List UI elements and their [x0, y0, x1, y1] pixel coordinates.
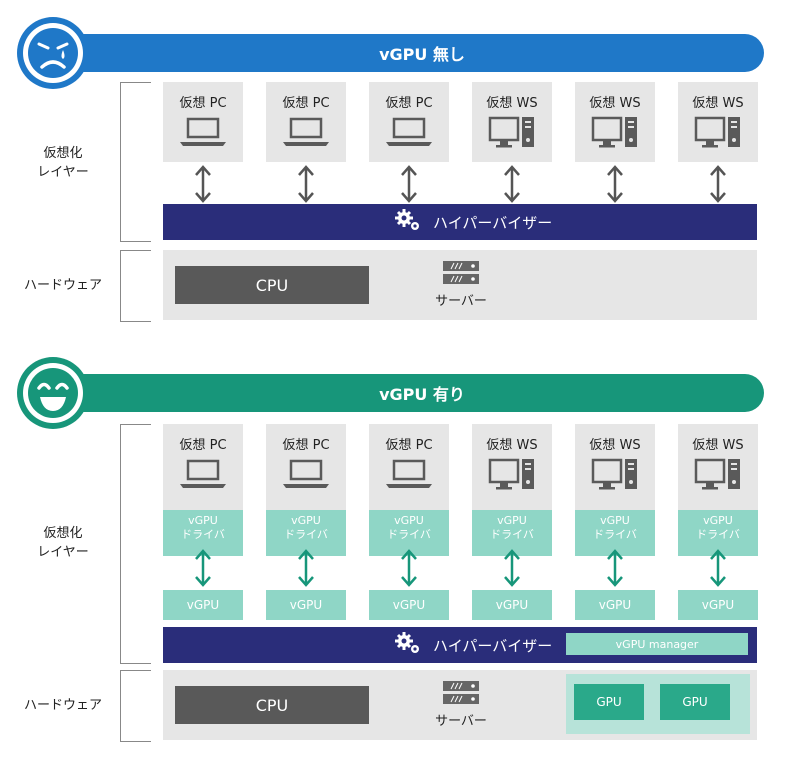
double-arrow-icon: [399, 548, 419, 588]
with-vgpu-banner: vGPU 有り: [20, 374, 764, 412]
sad-face-icon: [17, 17, 89, 89]
top-hardware-label: ハードウェア: [23, 278, 102, 293]
vgpu-box: vGPU: [678, 590, 758, 620]
double-arrow-icon: [296, 164, 316, 204]
vgpu-box: vGPU: [575, 590, 655, 620]
top-vm-card: 仮想 PC: [266, 82, 346, 162]
double-arrow-icon: [296, 548, 316, 588]
bottom-layer-label: 仮想化 レイヤー: [37, 526, 89, 560]
double-arrow-icon: [605, 548, 625, 588]
double-arrow-icon: [605, 164, 625, 204]
vgpu-box: vGPU: [472, 590, 552, 620]
bottom-hardware-panel: CPU サーバー GPU GPU: [163, 670, 757, 740]
top-layer-label: 仮想化 レイヤー: [37, 146, 89, 180]
no-vgpu-title: vGPU 無し: [379, 45, 465, 64]
gpu-container: GPU GPU: [566, 674, 750, 734]
vm-card-label: 仮想 WS: [692, 438, 744, 453]
vgpu-box: vGPU: [163, 590, 243, 620]
workstation-icon: [591, 116, 637, 148]
vm-card-label: 仮想 WS: [692, 96, 744, 111]
vm-card-label: 仮想 WS: [486, 96, 538, 111]
vgpu-box: vGPU: [266, 590, 346, 620]
smile-face-icon: [17, 357, 89, 429]
workstation-icon: [694, 116, 740, 148]
laptop-icon: [180, 117, 226, 146]
gpu-box: GPU: [660, 684, 730, 720]
gear-icon: [393, 207, 423, 237]
bottom-hypervisor-label: ハイパーバイザー: [433, 636, 553, 655]
vm-card-label: 仮想 WS: [589, 96, 641, 111]
top-vm-card: 仮想 WS: [472, 82, 552, 162]
laptop-icon: [386, 117, 432, 146]
double-arrow-icon: [193, 548, 213, 588]
laptop-icon: [386, 459, 432, 488]
vm-card-label: 仮想 PC: [179, 96, 227, 111]
gear-icon: [393, 630, 423, 660]
top-vm-card: 仮想 PC: [163, 82, 243, 162]
top-hypervisor-bar: ハイパーバイザー: [163, 204, 757, 240]
bottom-layer-bracket: [120, 424, 151, 664]
vm-card-label: 仮想 WS: [589, 438, 641, 453]
vm-card-label: 仮想 PC: [385, 96, 433, 111]
vm-card-label: 仮想 PC: [282, 96, 330, 111]
with-vgpu-title: vGPU 有り: [379, 385, 465, 404]
vm-card-label: 仮想 PC: [179, 438, 227, 453]
laptop-icon: [283, 459, 329, 488]
laptop-icon: [283, 117, 329, 146]
double-arrow-icon: [502, 548, 522, 588]
no-vgpu-banner: vGPU 無し: [20, 34, 764, 72]
gpu-box: GPU: [574, 684, 644, 720]
bottom-server-label: サーバー: [435, 714, 487, 729]
top-hardware-bracket: [120, 250, 151, 322]
top-vm-card: 仮想 WS: [575, 82, 655, 162]
vgpu-manager-box: vGPU manager: [566, 633, 748, 655]
workstation-icon: [488, 458, 534, 490]
double-arrow-icon: [399, 164, 419, 204]
workstation-icon: [488, 116, 534, 148]
top-server: サーバー: [431, 260, 491, 309]
bottom-cpu-box: CPU: [175, 686, 369, 724]
laptop-icon: [180, 459, 226, 488]
double-arrow-icon: [708, 548, 728, 588]
top-hardware-panel: CPU サーバー: [163, 250, 757, 320]
bottom-hypervisor-bar: ハイパーバイザー vGPU manager: [163, 627, 757, 663]
workstation-icon: [591, 458, 637, 490]
top-layer-bracket: [120, 82, 151, 242]
bottom-hardware-bracket: [120, 670, 151, 742]
top-vm-card: 仮想 PC: [369, 82, 449, 162]
top-vm-card: 仮想 WS: [678, 82, 758, 162]
double-arrow-icon: [708, 164, 728, 204]
vm-card-label: 仮想 PC: [282, 438, 330, 453]
server-rack-icon: [443, 681, 479, 704]
vm-card-label: 仮想 PC: [385, 438, 433, 453]
double-arrow-icon: [502, 164, 522, 204]
bottom-hardware-label: ハードウェア: [23, 698, 102, 713]
vgpu-box: vGPU: [369, 590, 449, 620]
vm-card-label: 仮想 WS: [486, 438, 538, 453]
bottom-server: サーバー: [431, 680, 491, 729]
double-arrow-icon: [193, 164, 213, 204]
top-cpu-box: CPU: [175, 266, 369, 304]
workstation-icon: [694, 458, 740, 490]
top-server-label: サーバー: [435, 294, 487, 309]
server-rack-icon: [443, 261, 479, 284]
top-hypervisor-label: ハイパーバイザー: [433, 213, 553, 232]
